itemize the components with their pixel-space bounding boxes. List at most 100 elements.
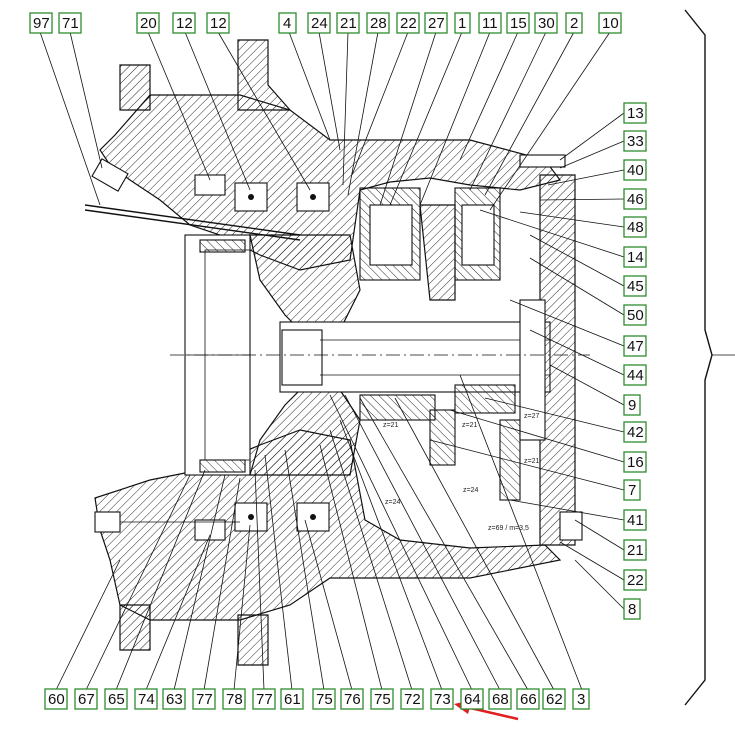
annotation-z21-c: z=21 <box>524 458 539 465</box>
bottom-labels: 60 67 65 74 63 77 78 77 61 75 76 75 72 7… <box>44 688 590 710</box>
label-2: 2 <box>565 12 583 34</box>
input-shaft-hub <box>249 234 361 331</box>
annotation-z24-a: z=24 <box>463 487 478 494</box>
label-48: 48 <box>623 216 647 238</box>
label-13: 13 <box>623 102 647 124</box>
svg-text:71: 71 <box>62 15 79 32</box>
svg-text:33: 33 <box>627 133 644 150</box>
label-11: 11 <box>478 12 502 34</box>
label-24: 24 <box>307 12 331 34</box>
svg-text:46: 46 <box>627 191 644 208</box>
shaft-coupling <box>281 329 323 386</box>
label-7: 7 <box>623 479 641 501</box>
svg-text:77: 77 <box>196 691 213 708</box>
svg-text:76: 76 <box>344 691 361 708</box>
label-27: 27 <box>424 12 448 34</box>
svg-text:48: 48 <box>627 219 644 236</box>
label-44: 44 <box>623 364 647 386</box>
label-61: 61 <box>280 688 304 710</box>
svg-text:60: 60 <box>48 691 65 708</box>
carrier-top <box>419 204 456 301</box>
svg-text:10: 10 <box>602 15 619 32</box>
label-4: 4 <box>278 12 297 34</box>
label-97: 97 <box>29 12 53 34</box>
seal-top <box>194 174 226 196</box>
seal-bottom <box>194 519 226 541</box>
bolt-right-top <box>519 154 566 168</box>
svg-text:12: 12 <box>210 15 227 32</box>
flange-ear-top <box>119 64 151 111</box>
label-75b: 75 <box>370 688 394 710</box>
svg-text:16: 16 <box>627 454 644 471</box>
svg-text:75: 75 <box>374 691 391 708</box>
svg-text:65: 65 <box>108 691 125 708</box>
svg-text:12: 12 <box>176 15 193 32</box>
label-74: 74 <box>134 688 158 710</box>
label-28: 28 <box>366 12 390 34</box>
annotation-z24-b: z=24 <box>385 499 400 506</box>
svg-text:68: 68 <box>492 691 509 708</box>
label-62: 62 <box>542 688 566 710</box>
svg-text:73: 73 <box>434 691 451 708</box>
svg-text:8: 8 <box>628 601 636 618</box>
label-66: 66 <box>516 688 540 710</box>
right-bracket <box>684 9 713 706</box>
svg-text:72: 72 <box>404 691 421 708</box>
label-33: 33 <box>623 130 647 152</box>
top-labels: 97 71 20 12 12 4 24 21 28 22 27 1 11 15 … <box>29 12 622 34</box>
flange-ear-bottom <box>119 604 151 651</box>
label-8: 8 <box>623 598 641 620</box>
svg-text:75: 75 <box>316 691 333 708</box>
svg-text:47: 47 <box>627 338 644 355</box>
flange-ear-top-2 <box>237 39 292 111</box>
svg-text:66: 66 <box>520 691 537 708</box>
svg-text:20: 20 <box>140 15 157 32</box>
svg-text:28: 28 <box>370 15 387 32</box>
label-46: 46 <box>623 188 647 210</box>
label-76: 76 <box>340 688 364 710</box>
input-shaft-hub-lower <box>249 389 361 476</box>
svg-text:44: 44 <box>627 367 644 384</box>
svg-text:7: 7 <box>628 482 636 499</box>
label-12b: 12 <box>206 12 230 34</box>
svg-text:21: 21 <box>340 15 357 32</box>
brake-disc-stack-bottom <box>199 459 246 473</box>
label-41: 41 <box>623 509 647 531</box>
svg-text:97: 97 <box>33 15 50 32</box>
label-20: 20 <box>136 12 160 34</box>
svg-text:22: 22 <box>627 572 644 589</box>
gear-lower-4 <box>499 419 521 501</box>
svg-text:2: 2 <box>570 15 578 32</box>
drawing-body: z=21 z=21 z=21 z=24 z=24 z=27 z=69 / m=3… <box>84 9 735 706</box>
svg-text:13: 13 <box>627 105 644 122</box>
breather-plug <box>91 158 129 192</box>
annotation-z21-b: z=21 <box>462 422 477 429</box>
label-14: 14 <box>623 246 647 268</box>
label-77a: 77 <box>192 688 216 710</box>
label-22: 22 <box>396 12 420 34</box>
svg-text:63: 63 <box>166 691 183 708</box>
label-64: 64 <box>460 688 484 710</box>
svg-text:21: 21 <box>627 542 644 559</box>
label-1: 1 <box>454 12 471 34</box>
label-47: 47 <box>623 335 647 357</box>
brake-disc-stack-top <box>199 239 246 253</box>
label-10: 10 <box>598 12 622 34</box>
label-40: 40 <box>623 159 647 181</box>
svg-text:64: 64 <box>464 691 481 708</box>
label-21: 21 <box>336 12 360 34</box>
label-45: 45 <box>623 275 647 297</box>
annotation-z21-a: z=21 <box>383 422 398 429</box>
svg-text:22: 22 <box>400 15 417 32</box>
label-67: 67 <box>74 688 98 710</box>
label-15: 15 <box>506 12 530 34</box>
label-9: 9 <box>623 394 641 416</box>
right-labels: 13 33 40 46 48 14 45 50 47 44 9 42 16 7 … <box>623 102 647 620</box>
svg-text:15: 15 <box>510 15 527 32</box>
leader-lines <box>39 31 625 691</box>
label-12a: 12 <box>172 12 196 34</box>
svg-text:4: 4 <box>283 15 291 32</box>
annotation-z69: z=69 / m=3,5 <box>488 525 529 532</box>
label-68: 68 <box>488 688 512 710</box>
